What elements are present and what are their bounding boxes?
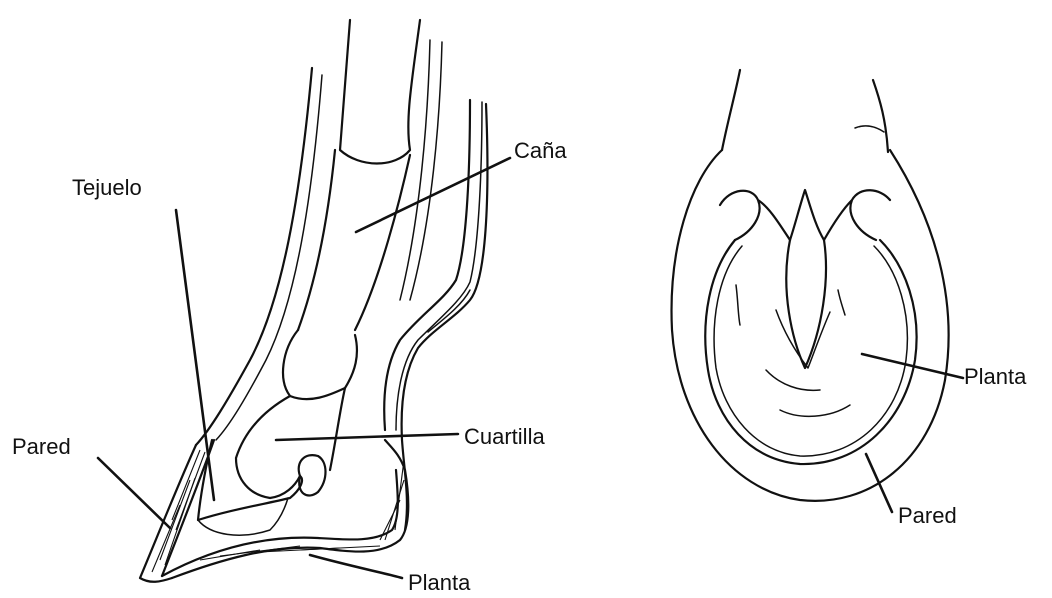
sole-view-drawing — [672, 70, 963, 512]
leg-front-contour — [196, 68, 312, 445]
sole-view-sole-mark-2 — [766, 370, 820, 390]
cannon-bone-shaft — [298, 150, 410, 330]
label-planta-sole: Planta — [964, 366, 1026, 388]
leader-planta-side — [310, 555, 402, 578]
label-tejuelo: Tejuelo — [72, 177, 142, 199]
sole-view-heel-left — [720, 191, 790, 240]
sole-hatching — [200, 460, 404, 560]
leader-tejuelo — [176, 210, 214, 500]
label-pared-sole: Pared — [898, 505, 957, 527]
tendon-outline — [402, 104, 488, 530]
sole-view-sole-mark-4 — [838, 290, 845, 315]
label-cuartilla: Cuartilla — [464, 426, 545, 448]
sole-view-sole-mark-1 — [736, 285, 740, 325]
sole-view-leg-left — [722, 70, 740, 150]
sole-view-sole-mark-3 — [780, 405, 850, 416]
leader-pared-sole — [866, 454, 892, 512]
tendon-shade — [428, 290, 470, 332]
label-planta-side: Planta — [408, 572, 470, 594]
pastern-bone — [236, 388, 345, 498]
coffin-bone — [198, 440, 302, 520]
leg-rear-contour — [384, 100, 470, 430]
side-view-drawing — [98, 20, 510, 582]
coffin-joint — [299, 455, 326, 495]
sole-view-frog-cleft — [776, 310, 830, 368]
label-cana: Caña — [514, 140, 567, 162]
sole-view-heel-right — [824, 190, 890, 240]
sole-view-frog — [786, 190, 826, 368]
cannon-tendon-2 — [410, 42, 442, 300]
hoof-wall-hatching — [152, 450, 205, 572]
leader-pared-side — [98, 458, 170, 528]
sole-view-leg-right — [873, 80, 888, 152]
sole-view-leg-shade — [855, 126, 884, 132]
label-pared-side: Pared — [12, 436, 71, 458]
cannon-tendon-1 — [400, 40, 430, 300]
leader-cuartilla — [276, 434, 458, 440]
cannon-bone — [340, 20, 420, 164]
